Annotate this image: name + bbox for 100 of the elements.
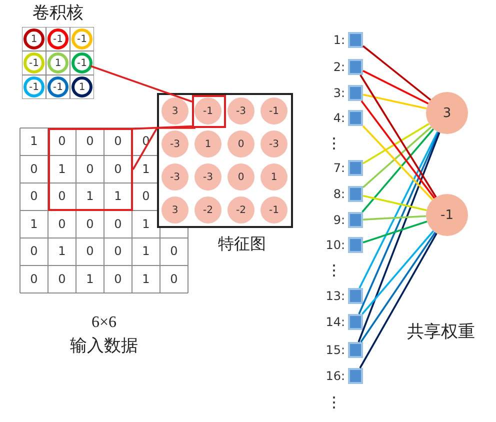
kernel-circle: -1 bbox=[71, 28, 93, 50]
connector-line bbox=[358, 132, 440, 314]
kernel-circle: -1 bbox=[23, 52, 45, 74]
feature-circle: -3 bbox=[260, 130, 288, 158]
highlight-box bbox=[48, 128, 133, 211]
grid-number: 0 bbox=[113, 133, 123, 150]
row-label: 8: bbox=[332, 186, 345, 203]
grid-number: 0 bbox=[113, 243, 123, 260]
feature-circle: 1 bbox=[194, 130, 222, 158]
grid-number: 1 bbox=[57, 243, 67, 260]
connector-line bbox=[359, 232, 438, 368]
output-neuron: -1 bbox=[425, 193, 469, 237]
feature-circle: -1 bbox=[260, 97, 288, 125]
ellipsis-mark: ⋮ bbox=[326, 262, 342, 281]
output-neuron: 3 bbox=[425, 91, 469, 135]
feature-circle: -2 bbox=[194, 196, 222, 224]
grid-number: 0 bbox=[57, 216, 67, 232]
row-label: 9: bbox=[332, 212, 345, 229]
grid-number: 0 bbox=[169, 243, 179, 260]
connector-line bbox=[362, 94, 427, 110]
feature-circle: -3 bbox=[227, 97, 255, 125]
caption: 6×6 bbox=[90, 313, 118, 333]
feature-circle: -2 bbox=[227, 196, 255, 224]
connector-line bbox=[362, 215, 426, 220]
grid-number: 0 bbox=[29, 243, 39, 260]
feature-circle: -1 bbox=[260, 196, 288, 224]
grid-number: 1 bbox=[57, 160, 67, 178]
connector-line bbox=[132, 125, 192, 130]
connector-line bbox=[360, 232, 436, 342]
feature-circle: 0 bbox=[227, 163, 255, 191]
grid-number: 0 bbox=[85, 160, 95, 178]
row-label: 1: bbox=[332, 32, 345, 49]
grid-number: 0 bbox=[57, 270, 67, 288]
kernel-circle: 1 bbox=[71, 76, 93, 98]
grid-number: 1 bbox=[141, 270, 151, 288]
grid-number: 0 bbox=[85, 216, 95, 232]
row-label: 3: bbox=[332, 85, 345, 102]
ellipsis-mark: ⋮ bbox=[326, 135, 342, 154]
row-label: 13: bbox=[324, 288, 345, 305]
connector-line bbox=[360, 100, 436, 199]
heading: 卷积核 bbox=[32, 2, 84, 24]
grid-number: 1 bbox=[29, 133, 39, 150]
connector-line bbox=[360, 74, 437, 198]
grid-number: 0 bbox=[113, 270, 123, 288]
grid-number: 1 bbox=[141, 243, 151, 260]
connector-line bbox=[132, 127, 196, 170]
grid-number: 0 bbox=[169, 270, 179, 288]
connector-line bbox=[358, 132, 440, 342]
feature-circle: 3 bbox=[161, 97, 189, 125]
connector-line bbox=[362, 230, 434, 315]
feature-circle: 1 bbox=[260, 163, 288, 191]
grid-number: 1 bbox=[85, 270, 95, 288]
grid-number: 0 bbox=[85, 243, 95, 260]
grid-number: 1 bbox=[29, 216, 39, 232]
connector-line bbox=[362, 45, 432, 101]
feature-circle: 3 bbox=[161, 196, 189, 224]
annotation: 共享权重 bbox=[406, 321, 476, 343]
connector-line bbox=[362, 126, 432, 188]
ellipsis-mark: ⋮ bbox=[326, 394, 342, 413]
feature-circle: 0 bbox=[227, 130, 255, 158]
row-label: 2: bbox=[332, 59, 345, 76]
grid-number: 0 bbox=[29, 270, 39, 288]
connector-line bbox=[362, 220, 428, 244]
kernel-circle: -1 bbox=[71, 52, 93, 74]
connector-line bbox=[362, 128, 434, 213]
kernel-circle: -1 bbox=[23, 76, 45, 98]
grid-number: 1 bbox=[141, 216, 151, 232]
kernel-circle: 1 bbox=[47, 52, 69, 74]
caption: 输入数据 bbox=[69, 335, 139, 357]
row-label: 4: bbox=[332, 110, 345, 127]
grid-number: 0 bbox=[141, 188, 151, 205]
connector-line bbox=[358, 131, 438, 288]
grid-number: 0 bbox=[57, 188, 67, 205]
feature-circle: -3 bbox=[161, 130, 189, 158]
feature-circle: -1 bbox=[194, 97, 222, 125]
kernel-circle: -1 bbox=[47, 76, 69, 98]
row-label: 10: bbox=[324, 237, 345, 254]
row-label: 14: bbox=[324, 314, 345, 331]
connector-line bbox=[362, 125, 434, 200]
grid-number: 1 bbox=[113, 188, 123, 205]
connector-line bbox=[362, 70, 429, 104]
connector-line bbox=[90, 65, 192, 102]
feature-circle: -3 bbox=[161, 163, 189, 191]
connector-line bbox=[362, 194, 427, 212]
row-label: 15: bbox=[324, 342, 345, 359]
grid-number: 0 bbox=[85, 133, 95, 150]
kernel-circle: 1 bbox=[23, 28, 45, 50]
row-label: 7: bbox=[332, 160, 345, 177]
heading: 特征图 bbox=[217, 235, 267, 255]
row-label: 16: bbox=[324, 368, 345, 385]
grid-number: 0 bbox=[29, 188, 39, 205]
feature-circle: -3 bbox=[194, 163, 222, 191]
kernel-circle: -1 bbox=[47, 28, 69, 50]
grid-number: 1 bbox=[85, 188, 95, 205]
grid-number: 0 bbox=[113, 160, 123, 178]
grid-number: 0 bbox=[113, 216, 123, 232]
grid-number: 1 bbox=[141, 160, 151, 178]
grid-number: 0 bbox=[57, 133, 67, 150]
connector-line bbox=[362, 123, 430, 164]
grid-number: 0 bbox=[29, 160, 39, 178]
